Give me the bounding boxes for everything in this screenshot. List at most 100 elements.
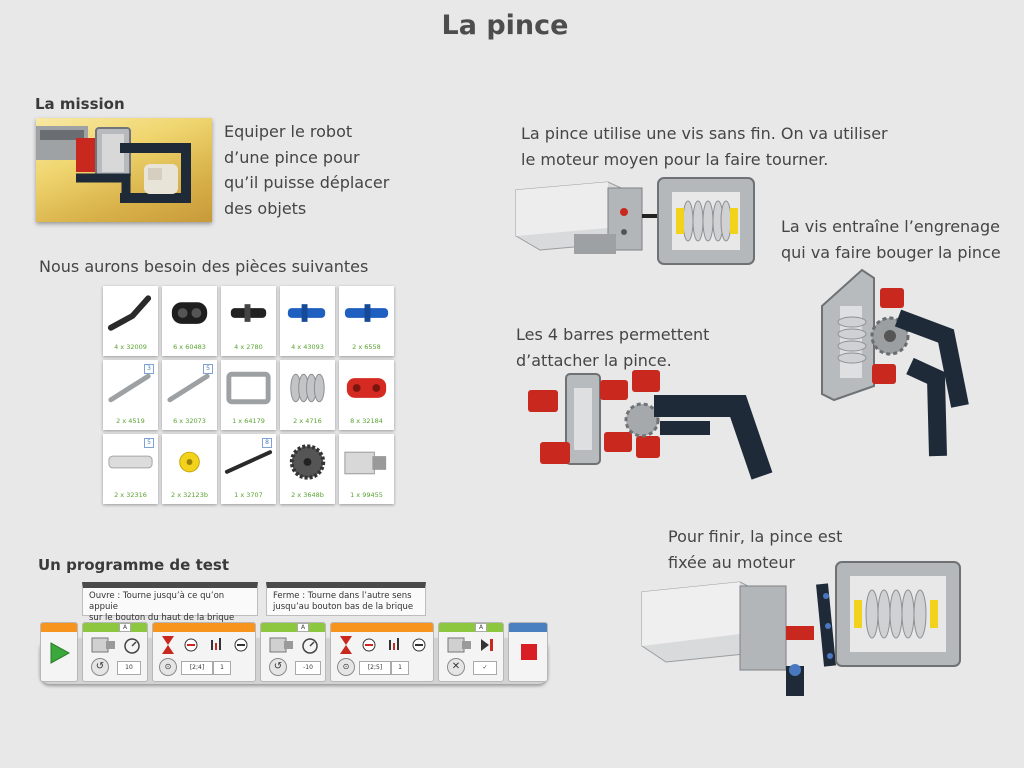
frame-icon — [226, 371, 271, 405]
comment-line: Ouvre : Tourne jusqu’à ce qu’on appuie — [89, 591, 225, 612]
part-card: 3 2 x 4519 — [103, 360, 158, 430]
medium-motor-block-off[interactable]: A ✕ ✓ — [438, 622, 504, 682]
speed-dial-icon — [124, 638, 140, 654]
start-block[interactable] — [40, 622, 78, 682]
part-quantity: 6 x 60483 — [173, 343, 206, 351]
part-quantity: 2 x 32316 — [114, 491, 147, 499]
brick-button-icons — [362, 638, 426, 652]
part-quantity: 2 x 6558 — [352, 343, 381, 351]
medium-motor-block-close[interactable]: A ↺ -10 — [260, 622, 326, 682]
program-strip: A ↺ 10 ⊙ [2;4] 1 A ↺ -10 ⊙ — [36, 618, 552, 688]
part-quantity: 4 x 32009 — [114, 343, 147, 351]
step2-line: qui va faire bouger la pince — [781, 242, 1001, 262]
part-quantity: 4 x 2780 — [234, 343, 263, 351]
angled-beam-icon — [107, 295, 152, 331]
step1-line: le moteur moyen pour la faire tourner. — [521, 149, 829, 169]
port-tag: A — [119, 623, 132, 632]
power-input[interactable]: -10 — [295, 661, 321, 675]
black-axle-icon — [224, 450, 273, 474]
gear-and-claw-image — [814, 266, 970, 462]
part-length-badge: 5 — [203, 364, 213, 374]
red-connector-icon — [346, 378, 387, 398]
bars-and-connectors-image — [524, 366, 778, 496]
hourglass-icon — [162, 636, 174, 654]
step3-line: Les 4 barres permettent — [516, 325, 710, 344]
step3-line: d’attacher la pince. — [516, 350, 672, 370]
stop-icon — [521, 644, 537, 660]
part-card: 6 x 60483 — [162, 286, 217, 356]
part-card: 1 x 64179 — [221, 360, 276, 430]
motor-and-worm-gear-image — [512, 172, 772, 272]
part-card: 8 1 x 3707 — [221, 434, 276, 504]
part-card: 4 x 2780 — [221, 286, 276, 356]
port-tag: A — [475, 623, 488, 632]
comment-open[interactable]: Ouvre : Tourne jusqu’à ce qu’on appuie s… — [82, 582, 258, 623]
power-input[interactable]: 10 — [117, 661, 141, 675]
part-quantity: 1 x 99455 — [350, 491, 383, 499]
step2-text: La vis entraîne l’engrenage qui va faire… — [781, 214, 1001, 265]
wait-brick-button-block-1[interactable]: ⊙ [2;4] 1 — [152, 622, 256, 682]
part-quantity: 1 x 64179 — [232, 417, 265, 425]
black-connector-icon — [171, 302, 208, 324]
port-tag: A — [297, 623, 310, 632]
mission-line: des objets — [224, 198, 307, 218]
brake-icon — [481, 639, 493, 651]
on-mode-icon[interactable]: ↺ — [269, 658, 287, 676]
blue-axle-pin-icon — [287, 304, 326, 322]
part-quantity: 2 x 32123b — [171, 491, 208, 499]
parts-intro: Nous aurons besoin des pièces suivantes — [39, 257, 369, 276]
axle-icon — [108, 373, 151, 403]
yellow-bush-icon — [179, 451, 200, 473]
part-card: 2 x 3648b — [280, 434, 335, 504]
part-card: 8 x 32184 — [339, 360, 394, 430]
part-quantity: 4 x 43093 — [291, 343, 324, 351]
final-assembly-image — [636, 556, 972, 708]
wait-brick-button-block-2[interactable]: ⊙ [2;5] 1 — [330, 622, 434, 682]
mission-line: Equiper le robot — [224, 122, 353, 141]
brake-check-icon[interactable]: ✓ — [473, 661, 497, 675]
button-ids-input[interactable]: [2;5] — [359, 661, 391, 675]
mission-robot-image — [36, 118, 212, 222]
speed-dial-icon — [302, 638, 318, 654]
parts-grid: 4 x 32009 6 x 60483 4 x 2780 4 x 43093 2 x 6… — [103, 286, 396, 508]
part-quantity: 2 x 3648b — [291, 491, 324, 499]
step1-text: La pince utilise une vis sans fin. On va… — [521, 121, 888, 172]
axle-icon — [167, 373, 210, 403]
medium-motor-icon — [344, 451, 387, 475]
compare-mode-icon[interactable]: ⊙ — [159, 658, 177, 676]
part-card: 2 x 32123b — [162, 434, 217, 504]
part-card: 4 x 32009 — [103, 286, 158, 356]
part-card: 2 x 6558 — [339, 286, 394, 356]
gear-icon — [289, 444, 326, 480]
worm-gear-icon — [290, 373, 325, 403]
step2-line: La vis entraîne l’engrenage — [781, 217, 1000, 236]
medium-motor-block-open[interactable]: A ↺ 10 — [82, 622, 148, 682]
compare-mode-icon[interactable]: ⊙ — [337, 658, 355, 676]
comment-close[interactable]: Ferme : Tourne dans l’autre sens jusqu’a… — [266, 582, 426, 616]
part-length-badge: 3 — [144, 364, 154, 374]
part-quantity: 2 x 4519 — [116, 417, 145, 425]
step1-line: La pince utilise une vis sans fin. On va… — [521, 124, 888, 143]
button-ids-input[interactable]: [2;4] — [181, 661, 213, 675]
stop-program-block[interactable] — [508, 622, 548, 682]
comment-line: jusqu’au bouton bas de la brique — [273, 602, 414, 612]
brick-button-icons — [184, 638, 248, 652]
part-length-badge: 8 — [262, 438, 272, 448]
state-input[interactable]: 1 — [391, 661, 409, 675]
part-card: 1 x 99455 — [339, 434, 394, 504]
mission-line: qu’il puisse déplacer — [224, 173, 390, 192]
part-quantity: 8 x 32184 — [350, 417, 383, 425]
state-input[interactable]: 1 — [213, 661, 231, 675]
mission-line: d’une pince pour — [224, 147, 360, 167]
on-mode-icon[interactable]: ↺ — [91, 658, 109, 676]
comment-line: Ferme : Tourne dans l’autre sens — [273, 591, 412, 601]
comment-line: sur le bouton du haut de la brique — [89, 613, 235, 623]
part-quantity: 1 x 3707 — [234, 491, 263, 499]
page-title: La pince — [441, 10, 569, 41]
step3-text: Les 4 barres permettent d’attacher la pi… — [516, 322, 709, 373]
part-length-badge: 5 — [144, 438, 154, 448]
medium-motor-icon — [91, 637, 115, 653]
play-icon — [50, 642, 71, 664]
off-mode-icon[interactable]: ✕ — [447, 658, 465, 676]
